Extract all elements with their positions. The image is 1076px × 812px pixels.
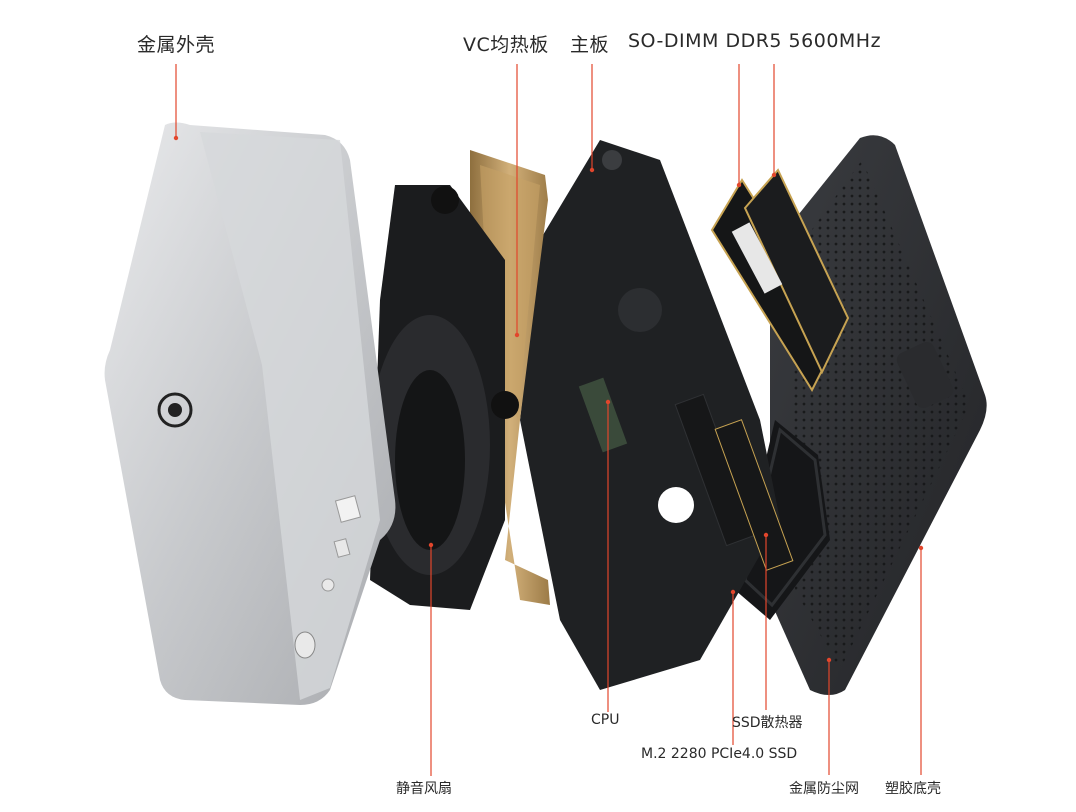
- mainboard-shape: [520, 140, 794, 690]
- ram-modules-shape: [710, 168, 850, 393]
- fan-shape: [370, 185, 519, 610]
- metal-shell-shape: [104, 122, 396, 705]
- label-m2-ssd: M.2 2280 PCIe4.0 SSD: [641, 746, 798, 762]
- label-plastic-base: 塑胶底壳: [885, 781, 941, 797]
- leader-lines: [175, 64, 922, 776]
- leader-dots: [173, 135, 924, 663]
- label-ram: SO-DIMM DDR5 5600MHz: [628, 30, 882, 52]
- label-cpu: CPU: [591, 712, 620, 728]
- label-mainboard: 主板: [570, 34, 610, 56]
- label-metal-dust-mesh: 金属防尘网: [789, 781, 859, 797]
- plastic-base-shape: [770, 135, 987, 695]
- label-ssd-heatsink: SSD散热器: [732, 715, 803, 731]
- label-vc-vapor-chamber: VC均热板: [463, 34, 549, 56]
- label-silent-fan: 静音风扇: [396, 781, 452, 797]
- label-metal-shell: 金属外壳: [137, 34, 216, 56]
